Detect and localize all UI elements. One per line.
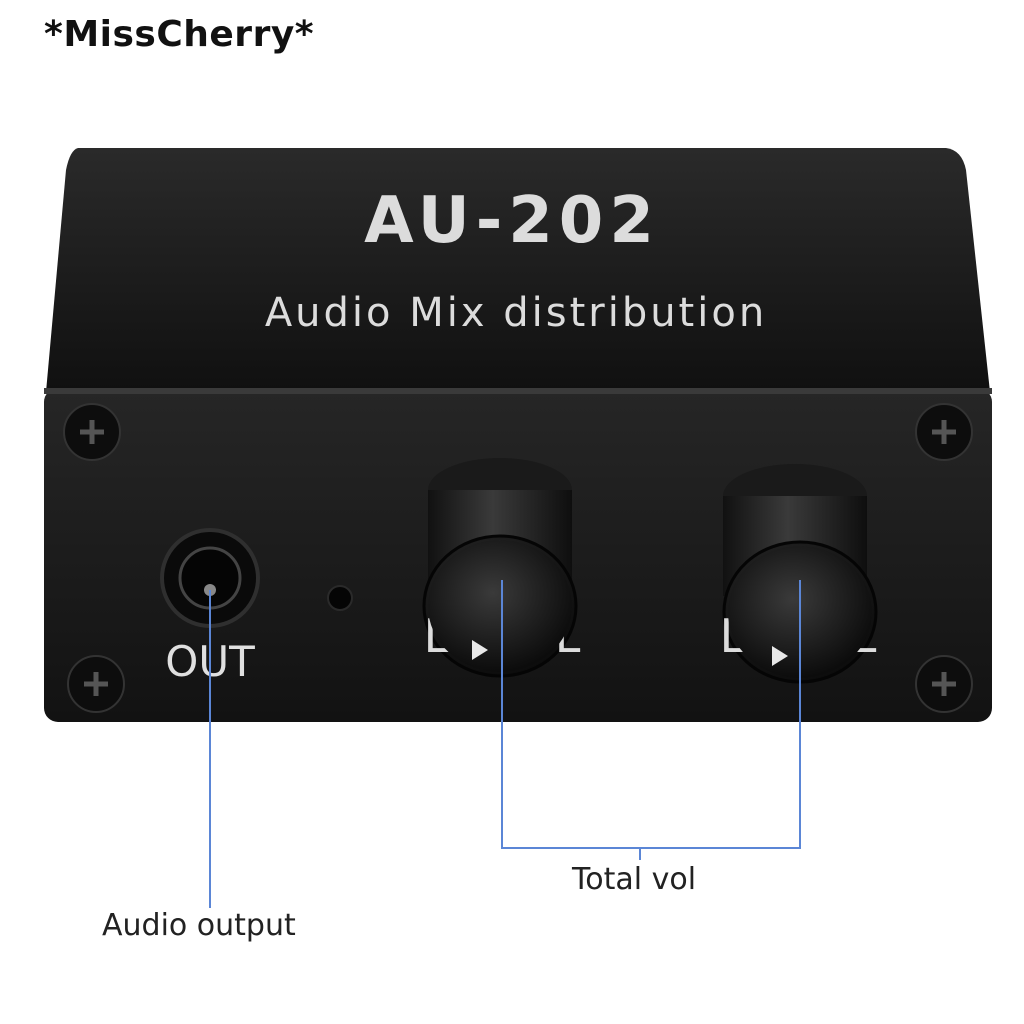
annotation-audio-output: Audio output xyxy=(102,908,296,943)
screw-icon xyxy=(915,403,973,461)
screw-icon xyxy=(63,403,121,461)
device-subtitle-text: Audio Mix distribution xyxy=(265,290,767,336)
annotation-total-vol: Total vol xyxy=(572,862,697,897)
led-indicator xyxy=(327,585,353,611)
pointer-icon xyxy=(472,640,488,660)
knob-face-left xyxy=(428,540,572,672)
pointer-icon xyxy=(772,646,788,666)
screw-icon xyxy=(67,655,125,713)
watermark-text: *MissCherry* xyxy=(44,14,315,55)
screw-icon xyxy=(915,655,973,713)
device-model-text: AU-202 xyxy=(364,184,660,258)
device-top-panel xyxy=(46,148,990,392)
annotation-lines xyxy=(209,580,801,908)
